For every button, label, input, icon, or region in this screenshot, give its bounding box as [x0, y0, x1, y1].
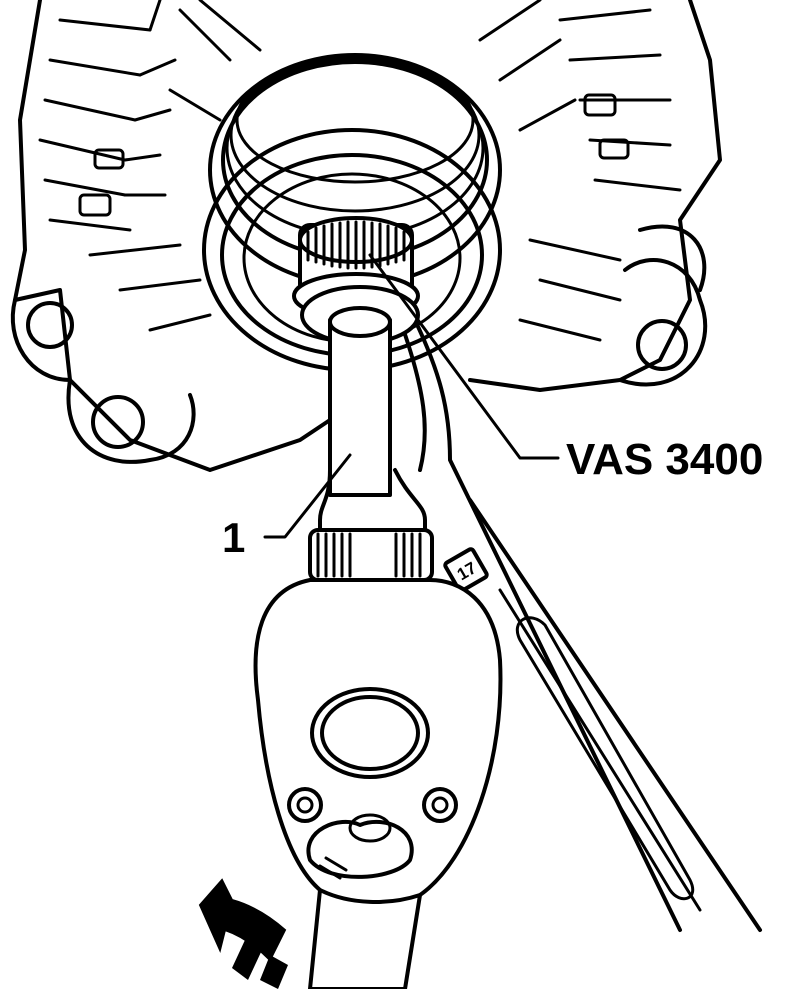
- tool-callout-label: VAS 3400: [566, 435, 763, 484]
- wrench-size-marking: 17: [443, 547, 489, 593]
- curved-arrow-counterclockwise-icon: [198, 878, 288, 989]
- alternator-housing: [10, 0, 722, 472]
- extension-bar: [300, 285, 434, 582]
- ratchet-handle: [253, 578, 503, 989]
- ring-spanner: 17: [398, 308, 762, 932]
- part-number-callout-label: 1: [222, 514, 245, 561]
- callout-leaders: [263, 253, 560, 539]
